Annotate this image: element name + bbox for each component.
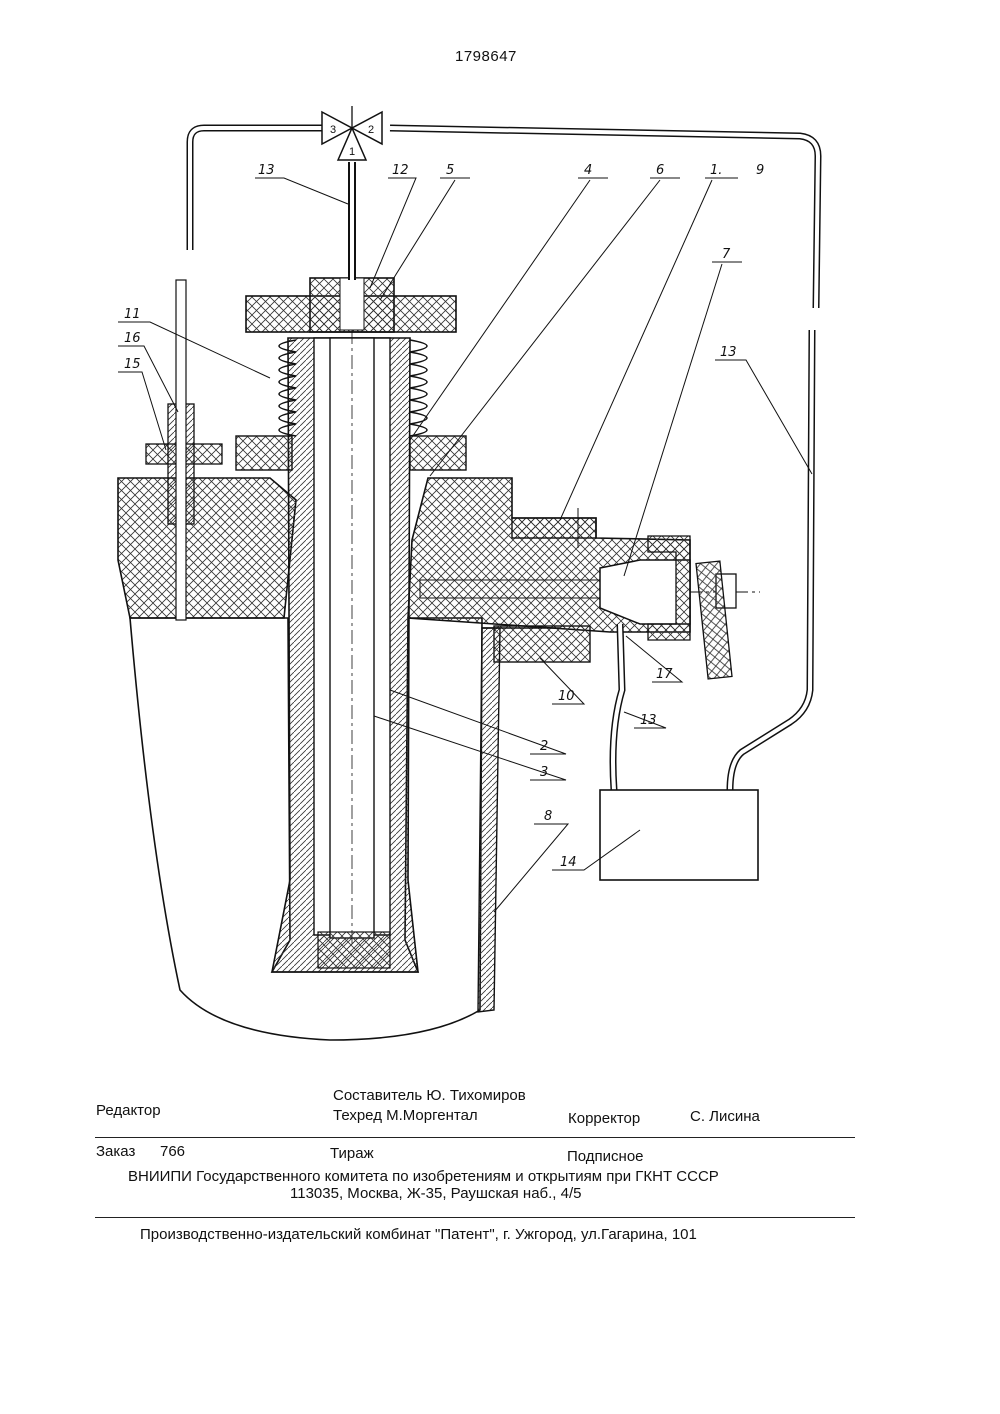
colophon-order-number: 766 [160,1143,185,1160]
technical-drawing: 3 2 1 13 12 5 4 6 1. 9 7 11 16 [0,0,1000,1070]
label-15: 15 [124,357,141,372]
label-2: 2 [540,739,548,754]
colophon-corrector: Корректор [568,1110,640,1127]
label-3: 3 [540,765,548,780]
bellows-right [410,340,427,436]
gas-line-lower [730,330,812,790]
three-way-valve: 3 2 1 [322,106,382,160]
label-12: 12 [392,163,409,178]
label-16: 16 [124,331,141,346]
valve-port-3: 3 [330,124,336,136]
lid-left [118,478,296,618]
label-5: 5 [446,163,454,178]
label-13-top: 13 [258,163,275,178]
probe-left [176,280,186,620]
label-13-lower: 13 [640,713,657,728]
gas-line-right [390,128,818,308]
colophon-rule-1 [95,1137,855,1138]
colophon-subscription: Подписное [567,1148,644,1165]
colophon-order: Заказ [96,1143,135,1160]
label-6: 6 [656,163,664,178]
colophon-compiler: Составитель Ю. Тихомиров [333,1087,526,1104]
label-11: 11 [124,307,141,322]
colophon-corrector-name: С. Лисина [690,1108,760,1125]
colophon-org: ВНИИПИ Государственного комитета по изоб… [128,1168,719,1185]
label-13-right: 13 [720,345,737,360]
label-8: 8 [544,809,552,824]
valve-port-1: 1 [349,146,355,158]
collar-left [236,436,292,470]
colophon-techred: Техред М.Моргентал [333,1107,478,1124]
colophon-editor: Редактор [96,1102,161,1119]
tube-8 [478,628,500,1012]
colophon-publisher: Производственно-издательский комбинат "П… [140,1226,697,1243]
gas-line-left [190,128,330,250]
colophon-address: 113035, Москва, Ж-35, Раушская наб., 4/5 [290,1185,582,1202]
colophon-rule-2 [95,1217,855,1218]
label-9: 9 [756,163,764,178]
label-4: 4 [584,163,592,178]
cap-bore [340,278,364,330]
label-10: 10 [558,689,575,704]
control-unit-14 [600,790,758,880]
colophon-circulation: Тираж [330,1145,374,1162]
label-14: 14 [560,855,577,870]
bracket-10 [494,626,590,662]
rod-tip [318,932,390,968]
label-7: 7 [722,247,731,262]
bracket-9 [512,518,596,538]
label-17: 17 [656,667,673,682]
label-1: 1. [710,163,722,178]
valve-port-2: 2 [368,124,374,136]
